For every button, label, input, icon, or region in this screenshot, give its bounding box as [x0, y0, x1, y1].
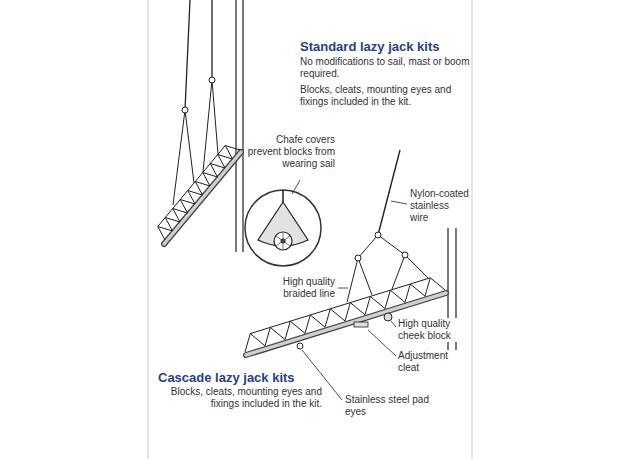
lazy-jack-line — [173, 110, 185, 205]
callout-label: Nylon-coated stainless wire — [410, 188, 470, 224]
sheave-spokes — [276, 233, 290, 249]
lazy-jack-line — [392, 255, 405, 289]
callout-label-box: Nylon-coated stainless wire — [410, 188, 470, 225]
block — [355, 255, 361, 261]
cheek-block — [384, 313, 392, 321]
description-text-box: Blocks, cleats, mounting eyes and fixing… — [154, 386, 322, 411]
callout-label-box: Chafe covers prevent blocks from wearing… — [247, 134, 335, 171]
lazy-jack-line — [212, 80, 218, 154]
leader-line — [338, 288, 348, 289]
mast — [242, 0, 243, 252]
callout-label: Chafe covers prevent blocks from wearing… — [247, 134, 335, 170]
lazy-jack-line — [185, 0, 190, 110]
block — [209, 77, 215, 83]
heading-box: Standard lazy jack kits — [300, 37, 472, 55]
callout-label: Adjustment cleat — [398, 350, 470, 374]
leader-line — [391, 321, 396, 327]
page-edge — [472, 0, 473, 459]
lazy-jack-line — [358, 235, 378, 258]
lazy-jack-line — [378, 235, 405, 255]
boom — [164, 152, 241, 244]
lazy-jack-line — [203, 80, 212, 172]
lazy-jack-line — [405, 255, 428, 278]
leader-line — [368, 330, 396, 356]
pad-eye — [297, 343, 303, 349]
lazy-jack-line — [347, 258, 358, 302]
description-text-box: Blocks, cleats, mounting eyes and fixing… — [300, 84, 470, 109]
nylon-coated-wire — [378, 150, 400, 235]
heading-box: Cascade lazy jack kits — [158, 368, 338, 386]
block — [182, 107, 188, 113]
callout-label: High quality braided line — [260, 276, 335, 300]
heading: Cascade lazy jack kits — [158, 370, 295, 386]
description-text-box: No modifications to sail, mast or boom r… — [300, 56, 470, 81]
callout-label: High quality cheek block — [398, 318, 470, 342]
lazy-jack-line — [185, 110, 194, 183]
heading: Standard lazy jack kits — [300, 39, 439, 55]
folded-sail — [158, 146, 226, 227]
page-edge — [148, 0, 149, 459]
lazy-jack-line — [211, 0, 212, 80]
folded-sail — [158, 146, 240, 241]
callout-label: Stainless steel pad eyes — [345, 394, 435, 418]
callout-label-box: Stainless steel pad eyes — [345, 394, 435, 419]
mast — [235, 0, 236, 252]
boom — [164, 152, 241, 244]
adjustment-cleat — [354, 322, 368, 327]
callout-label-box: Adjustment cleat — [398, 350, 470, 375]
block — [375, 232, 381, 238]
leader-line — [292, 180, 300, 194]
line — [282, 190, 284, 202]
description-text: Blocks, cleats, mounting eyes and fixing… — [154, 386, 322, 410]
lazy-jack-line — [358, 258, 372, 295]
callout-label-box: High quality cheek block — [398, 318, 470, 343]
sheave — [274, 232, 292, 250]
detail-circle — [245, 190, 321, 266]
block — [402, 252, 408, 258]
description-text: Blocks, cleats, mounting eyes and fixing… — [300, 84, 470, 108]
callout-label-box: High quality braided line — [260, 276, 335, 301]
leader-line — [391, 201, 407, 204]
description-text: No modifications to sail, mast or boom r… — [300, 56, 470, 80]
